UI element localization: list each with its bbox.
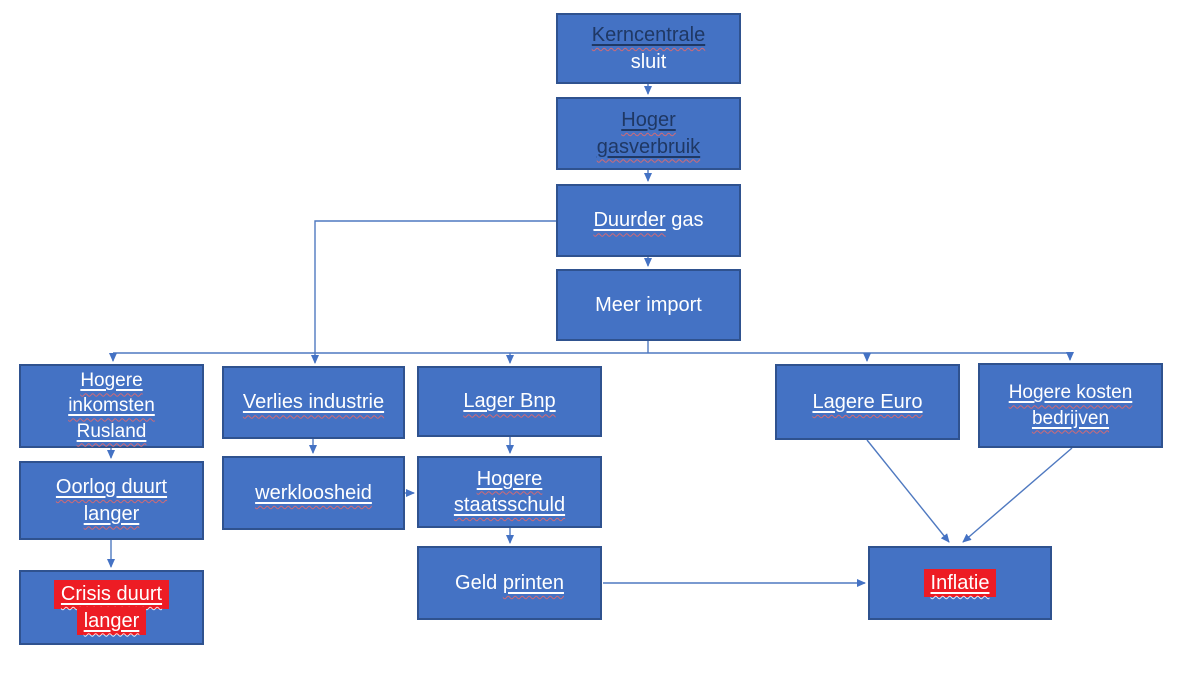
node-label: Rusland [76, 420, 147, 442]
node-crisis-duurt-langer: Crisis duurt langer [19, 570, 204, 645]
node-label: printen [502, 571, 564, 594]
node-label: gas [671, 209, 704, 232]
node-hoger-gasverbruik: Hoger gasverbruik [556, 97, 741, 170]
node-label: Oorlog duurt [55, 476, 168, 499]
node-label: langer [83, 502, 140, 525]
node-label: werkloosheid [255, 481, 372, 504]
node-werkloosheid: werkloosheid [222, 456, 405, 530]
node-hogere-staatsschuld: Hogere staatsschuld [417, 456, 602, 528]
node-hogere-kosten-bedrijven: Hogere kosten bedrijven [978, 363, 1163, 448]
node-label: Lagere Euro [812, 390, 923, 413]
node-label: gasverbruik [596, 135, 701, 158]
node-label: Verlies industrie [242, 391, 385, 414]
node-duurder-gas: Duurder gas [556, 184, 741, 257]
node-label: Geld [455, 571, 498, 594]
node-label: Duurder [593, 209, 666, 232]
node-lager-bnp: Lager Bnp [417, 366, 602, 437]
node-label: bedrijven [1031, 407, 1110, 429]
node-label: inkomsten [68, 395, 155, 417]
node-label: Kerncentrale [591, 24, 706, 47]
node-label: Hoger [621, 109, 676, 132]
node-inflatie: Inflatie [868, 546, 1052, 620]
node-label: langer [83, 609, 140, 632]
node-label: Lager Bnp [463, 390, 556, 413]
node-meer-import: Meer import [556, 269, 741, 341]
node-label: sluit [630, 50, 667, 73]
node-hogere-inkomsten-rusland: Hogere inkomsten Rusland [19, 364, 204, 448]
node-label: Hogere kosten [1008, 382, 1133, 404]
node-oorlog-duurt-langer: Oorlog duurt langer [19, 461, 204, 540]
node-geld-printen: Geld printen [417, 546, 602, 620]
node-label: Hogere [80, 370, 143, 392]
node-verlies-industrie: Verlies industrie [222, 366, 405, 439]
node-lagere-euro: Lagere Euro [775, 364, 960, 440]
node-label: Inflatie [930, 571, 990, 594]
node-kerncentrale-sluit: Kerncentrale sluit [556, 13, 741, 84]
node-label: Crisis duurt [60, 583, 163, 606]
node-label: Meer import [595, 293, 702, 316]
node-label: Hogere [476, 467, 543, 490]
node-label: staatsschuld [453, 494, 566, 516]
